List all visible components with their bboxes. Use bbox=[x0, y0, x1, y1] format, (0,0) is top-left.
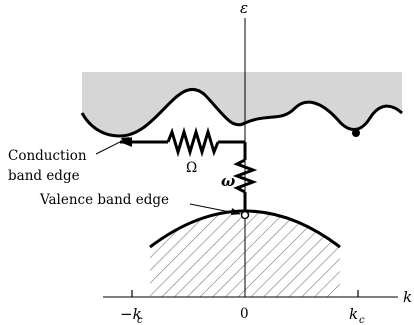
svg-text:−k: −k bbox=[120, 305, 142, 323]
conduction-band-curve bbox=[80, 87, 404, 138]
tick-label-minus-kc: −k c bbox=[120, 305, 143, 325]
svg-text:k: k bbox=[349, 305, 358, 323]
conduction-band-region bbox=[82, 72, 402, 136]
energy-axis-label: ε bbox=[240, 0, 248, 17]
conduction-minimum-dot bbox=[352, 129, 360, 137]
conduction-pointer-arrowhead bbox=[121, 137, 130, 144]
svg-text:c: c bbox=[137, 315, 143, 325]
valence-maximum-marker bbox=[240, 210, 250, 220]
valence-pointer-arrowhead bbox=[231, 208, 241, 215]
svg-text:c: c bbox=[359, 315, 365, 325]
valence-label: Valence band edge bbox=[39, 192, 169, 208]
tick-label-origin: 0 bbox=[240, 306, 249, 322]
omega-lower-spring bbox=[232, 158, 258, 194]
k-axis-label: k bbox=[403, 288, 412, 306]
conduction-label-line2: band edge bbox=[8, 168, 80, 184]
tick-label-plus-kc: k c bbox=[349, 305, 365, 325]
omega-upper-spring bbox=[166, 126, 220, 158]
arrowhead-to-conduction-edge bbox=[120, 137, 132, 147]
conduction-label-line1: Conduction bbox=[8, 148, 87, 164]
omega-lower-label: ω bbox=[221, 172, 235, 190]
omega-upper-label: Ω bbox=[186, 160, 197, 176]
